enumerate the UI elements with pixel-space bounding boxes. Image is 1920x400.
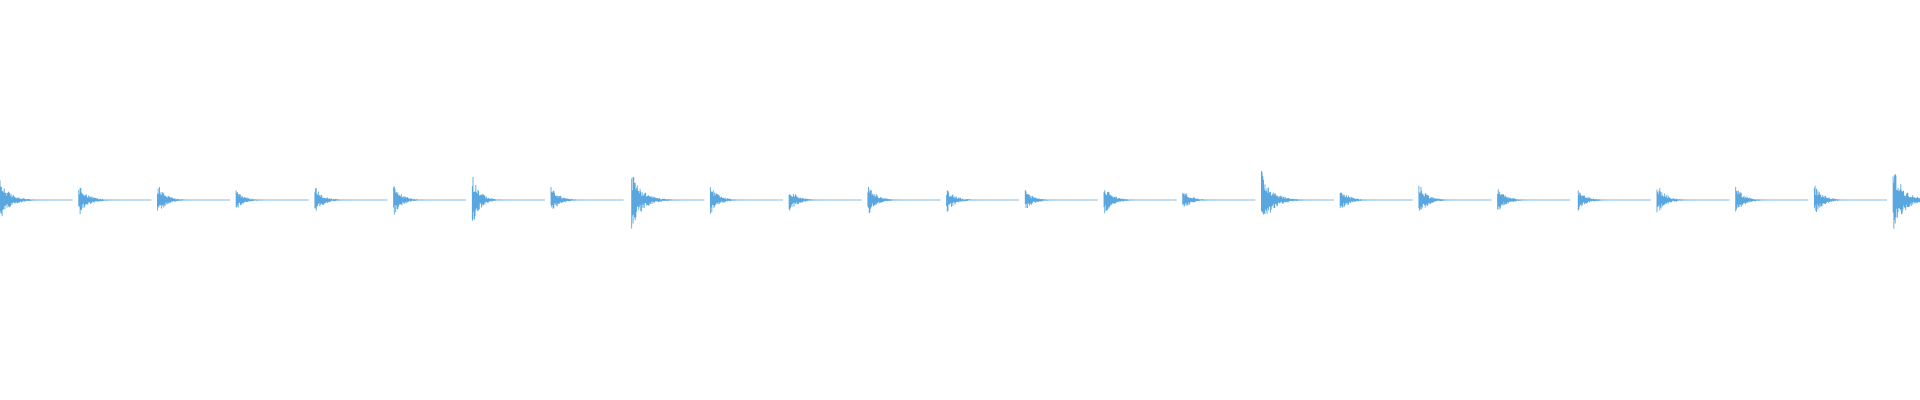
waveform-transient-17 xyxy=(1339,192,1403,208)
waveform-transient-19 xyxy=(1497,189,1559,210)
waveform-transient-15 xyxy=(1182,192,1242,207)
waveform-transient-7 xyxy=(550,186,614,210)
waveform-transient-24 xyxy=(1892,173,1920,229)
waveform-transient-1 xyxy=(78,187,148,215)
waveform-transient-22 xyxy=(1735,186,1799,212)
waveform-transient-13 xyxy=(1024,189,1086,209)
waveform-transient-10 xyxy=(788,193,852,211)
waveform-transient-5 xyxy=(393,186,458,215)
waveform-transient-2 xyxy=(156,187,223,211)
waveform-transient-3 xyxy=(235,190,294,208)
waveform-transient-9 xyxy=(709,187,775,214)
waveform-transient-6 xyxy=(471,176,533,221)
waveform-transient-0 xyxy=(0,180,72,217)
waveform-transient-20 xyxy=(1577,190,1637,211)
waveform-transient-8 xyxy=(631,177,703,229)
waveform-transient-12 xyxy=(946,190,1010,212)
waveform-transient-4 xyxy=(314,188,377,211)
waveform-transient-18 xyxy=(1418,185,1483,211)
waveform-transient-11 xyxy=(867,186,932,214)
waveform-transient-21 xyxy=(1656,188,1721,213)
waveform-transient-23 xyxy=(1813,185,1878,212)
waveform-transient-14 xyxy=(1103,190,1167,214)
waveform-transient-16 xyxy=(1260,170,1333,215)
